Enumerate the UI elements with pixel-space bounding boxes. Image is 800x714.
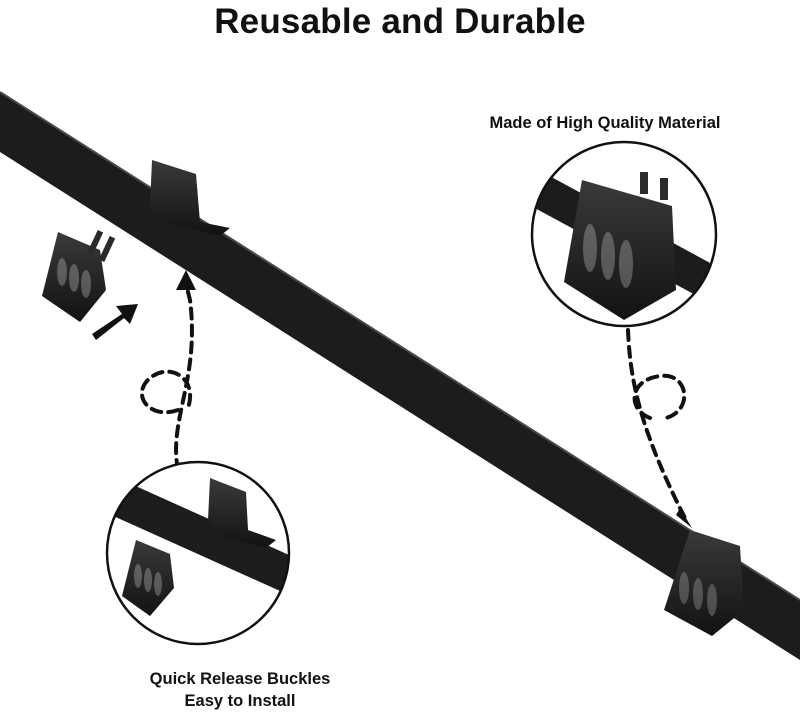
strap-slot [780,540,793,572]
strap-slot [257,207,270,240]
callout-install-line1: Quick Release Buckles [149,670,331,688]
strap-slot [519,374,532,406]
strap-slot [466,340,479,373]
zoom-circle-material [530,140,718,328]
strap-slot [35,66,47,99]
strap-slot [336,257,348,290]
arrow-icon [92,304,138,340]
strap-slot [48,74,60,107]
strap-holder-top [150,160,230,236]
buckle-installed [664,530,744,636]
strap-slot [139,133,152,165]
strap-slot [754,523,767,556]
callout-install: Quick Release Buckles Easy to Install [80,668,400,712]
strap-slot [218,182,231,215]
strap-slot [493,357,505,390]
strap-slot [506,365,518,398]
strap-slot [453,332,466,365]
strap-slot [322,249,335,282]
strap-slot [558,398,571,431]
strap-slot [244,199,257,232]
strap-slot [100,108,113,140]
callout-install-line2: Easy to Install [184,692,296,710]
dashed-arrowhead-left [176,270,196,290]
strap-slot [270,216,283,248]
strap-slot [440,324,453,356]
strap-slot [427,315,440,348]
strap-slot [283,224,296,257]
strap-slot [597,423,610,456]
strap-slot [532,382,545,415]
strap-slot [741,515,754,548]
strap-slot [231,191,244,224]
strap-slot [676,473,689,506]
strap-slot [689,482,702,514]
strap-slot [113,116,126,149]
strap-slot [375,282,388,315]
strap-slot [296,232,309,265]
strap-slot [794,548,800,581]
strap-slot [388,290,401,323]
strap-slot [715,498,728,531]
strap-slot [571,407,584,440]
strap-slot [205,174,217,207]
dashed-arrowhead-right [676,508,692,528]
callout-material: Made of High Quality Material [489,114,721,132]
headline: Reusable and Durable [214,2,586,41]
strap-slot [74,91,87,124]
strap-slot [623,440,636,473]
strap-slot [126,124,139,157]
dashed-arrow-icon [139,278,688,522]
strap-slot [362,274,374,307]
zoom-circle-install [105,460,291,646]
strap-slot [545,390,558,423]
strap-slot [87,99,100,132]
strap-slot [728,506,741,539]
strap-slot [349,265,361,298]
strap-slot [610,432,623,464]
strap-slot [61,83,74,116]
strap-slot [636,448,649,481]
strap-slot [414,307,427,340]
strap-slot [309,241,322,273]
strap-slot [767,531,780,564]
buckle-loose [42,229,116,322]
strap-slot [401,299,414,332]
strap-slot [702,490,715,523]
strap-slot [479,349,492,381]
strap-slot [22,58,34,91]
strap-slot [584,415,597,448]
